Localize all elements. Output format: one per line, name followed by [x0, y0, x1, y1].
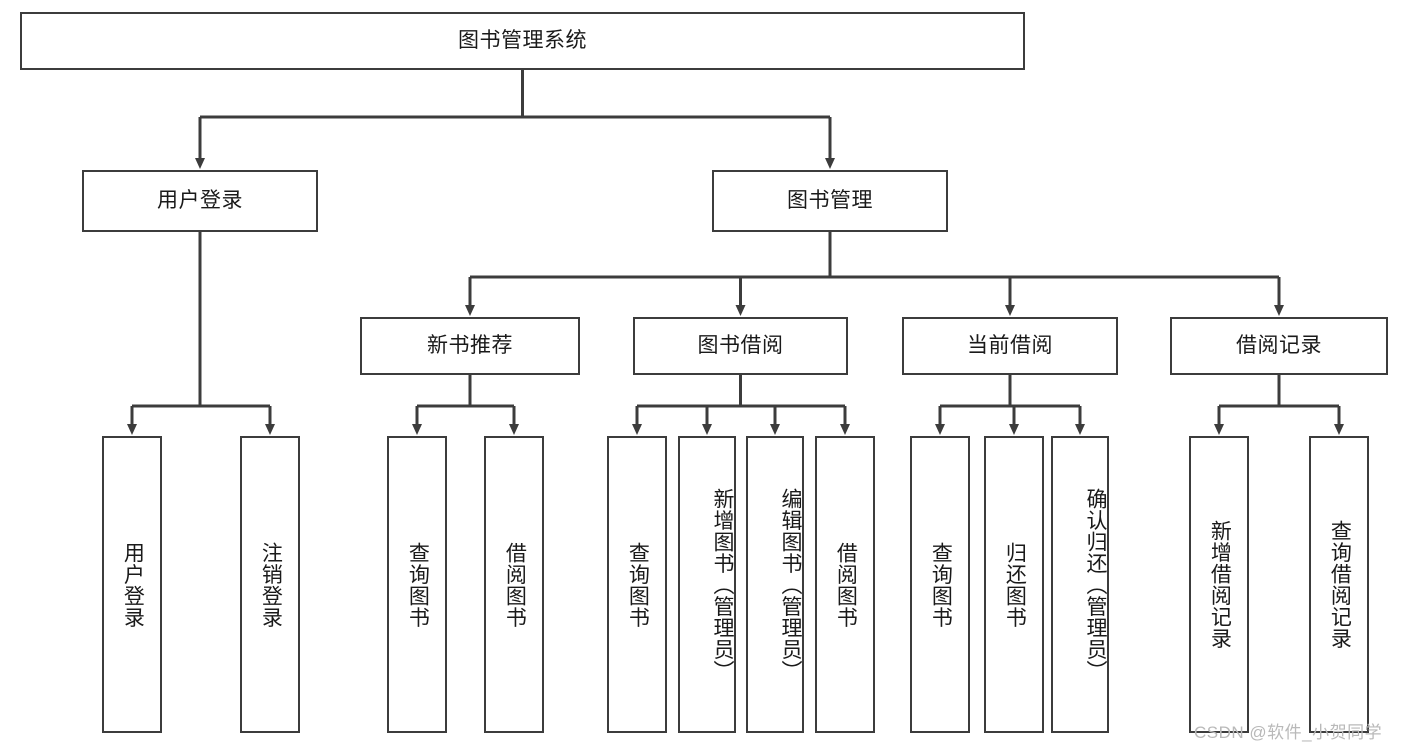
node-label: 当前借阅: [967, 334, 1053, 358]
node-current-borrow[interactable]: 当前借阅: [902, 317, 1118, 375]
node-label: 新书推荐: [427, 334, 513, 358]
node-leaf-borrow-query[interactable]: 查询图书: [607, 436, 667, 733]
node-leaf-borrow-do[interactable]: 借阅图书: [815, 436, 875, 733]
node-label: 查询图书: [406, 541, 430, 628]
node-label: 图书管理系统: [458, 29, 587, 53]
node-label: 用户登录: [157, 189, 243, 213]
node-label: 编辑图书（管理员）: [779, 487, 802, 682]
node-leaf-rec-borrow[interactable]: 借阅图书: [484, 436, 544, 733]
node-label: 借阅图书: [503, 541, 527, 628]
node-leaf-rec-add[interactable]: 新增借阅记录: [1189, 436, 1249, 733]
node-user-login[interactable]: 用户登录: [82, 170, 318, 232]
node-leaf-user-login[interactable]: 用户登录: [102, 436, 162, 733]
node-leaf-user-logout[interactable]: 注销登录: [240, 436, 300, 733]
node-label: 借阅图书: [834, 541, 858, 628]
node-leaf-cur-query[interactable]: 查询图书: [910, 436, 970, 733]
node-label: 查询图书: [626, 541, 650, 628]
node-label: 图书管理: [787, 189, 873, 213]
node-book-borrow[interactable]: 图书借阅: [633, 317, 848, 375]
node-leaf-borrow-edit[interactable]: 编辑图书（管理员）: [746, 436, 804, 733]
node-new-book-rec[interactable]: 新书推荐: [360, 317, 580, 375]
node-leaf-cur-return[interactable]: 归还图书: [984, 436, 1044, 733]
node-label: 用户登录: [121, 541, 145, 628]
node-book-manage[interactable]: 图书管理: [712, 170, 948, 232]
node-label: 借阅记录: [1236, 334, 1322, 358]
node-leaf-rec-query2[interactable]: 查询借阅记录: [1309, 436, 1369, 733]
node-label: 查询图书: [929, 541, 953, 628]
node-leaf-cur-confirm[interactable]: 确认归还（管理员）: [1051, 436, 1109, 733]
node-label: 图书借阅: [697, 334, 784, 358]
node-borrow-record[interactable]: 借阅记录: [1170, 317, 1388, 375]
node-root[interactable]: 图书管理系统: [20, 12, 1025, 70]
node-leaf-rec-query[interactable]: 查询图书: [387, 436, 447, 733]
node-leaf-borrow-add[interactable]: 新增图书（管理员）: [678, 436, 736, 733]
node-label: 新增图书（管理员）: [711, 487, 734, 682]
node-label: 新增借阅记录: [1208, 520, 1232, 649]
csdn-watermark: CSDN @软件_小贺同学: [1194, 723, 1383, 742]
node-label: 确认归还（管理员）: [1084, 487, 1107, 682]
node-label: 注销登录: [259, 541, 283, 628]
node-label: 归还图书: [1003, 541, 1027, 628]
node-label: 查询借阅记录: [1328, 520, 1352, 649]
